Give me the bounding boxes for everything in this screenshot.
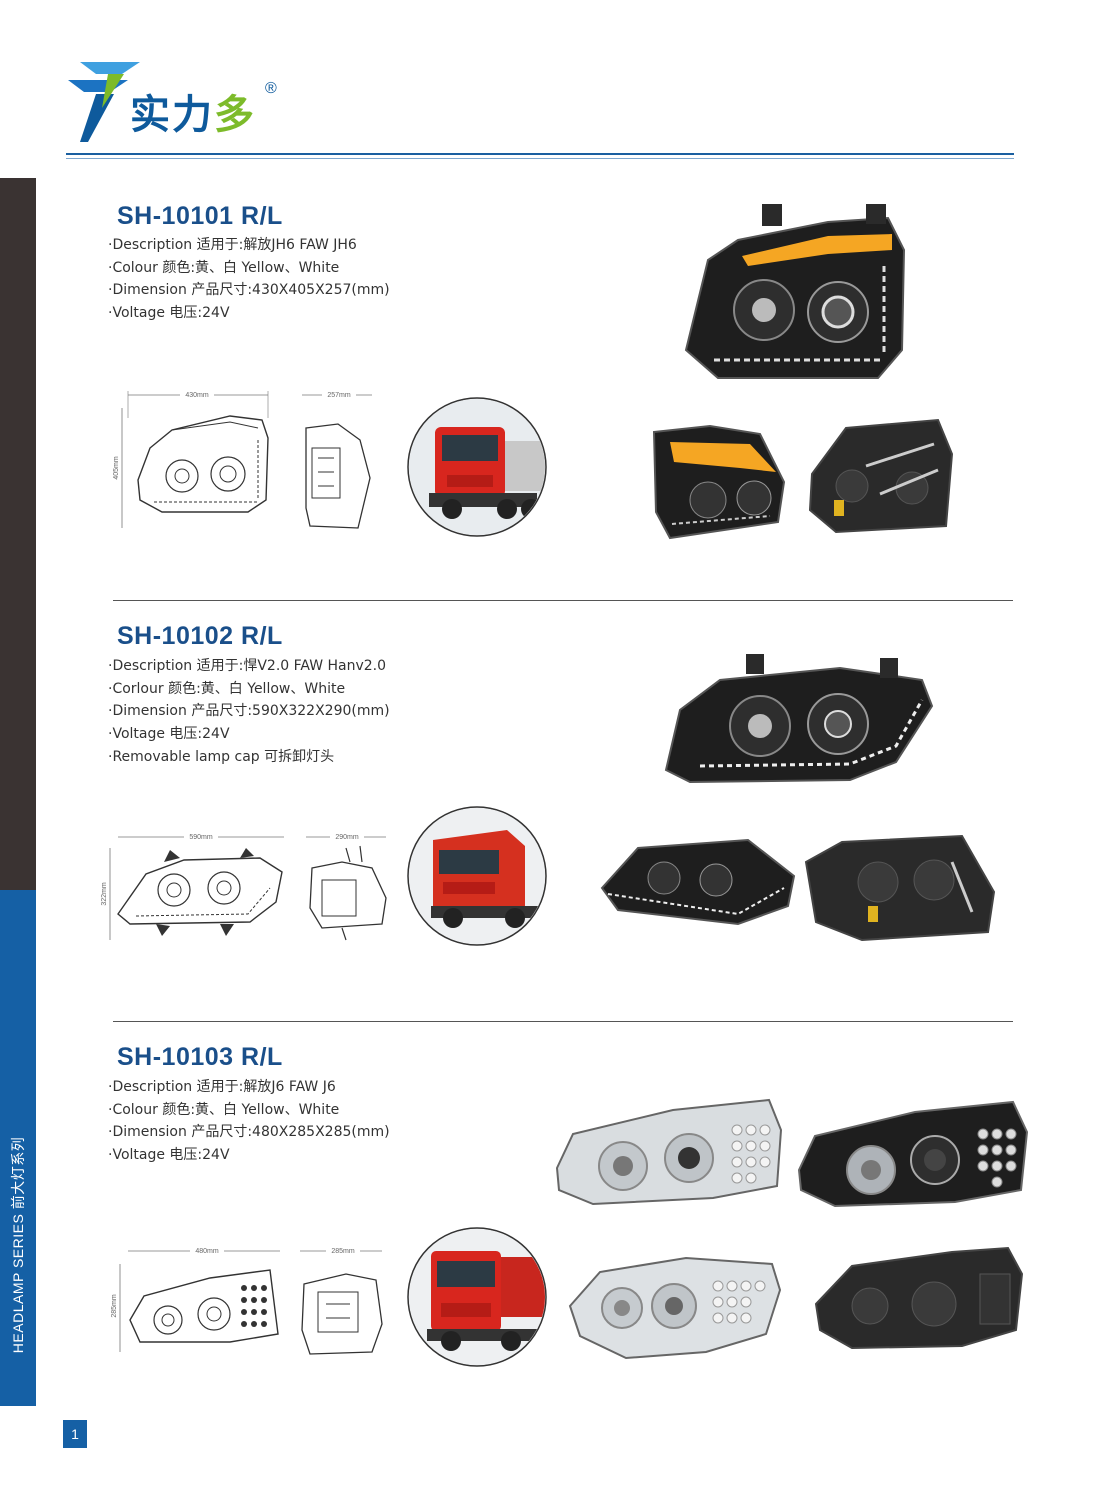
brand-name-accent: 多 — [214, 92, 256, 138]
truck-photo — [407, 806, 547, 946]
dim-width-label: 430mm — [185, 392, 209, 399]
headlamp-photo-black — [797, 1100, 1029, 1208]
side-band-blue — [0, 890, 36, 1406]
side-band-label: HEADLAMP SERIES 前大灯系列 — [10, 1136, 26, 1354]
spec-dimension: ·Dimension 产品尺寸:590X322X290(mm) — [108, 703, 390, 720]
header-divider-thin — [66, 158, 1014, 159]
spec-colour: ·Colour 颜色:黄、白 Yellow、White — [108, 259, 340, 276]
section-divider — [113, 1021, 1013, 1022]
dim-height-label: 405mm — [113, 456, 120, 480]
header-divider — [66, 153, 1014, 155]
side-band-dark — [0, 178, 36, 890]
product-title: SH-10102 R/L — [117, 622, 283, 650]
side-line-drawing: 285mm — [300, 1245, 383, 1355]
product-specs: ·Description 适用于:悍V2.0 FAW Hanv2.0 ·Corl… — [108, 655, 390, 769]
spec-dimension: ·Dimension 产品尺寸:480X285X285(mm) — [108, 1124, 390, 1141]
headlamp-photo-main — [684, 204, 906, 379]
dim-depth-label: 290mm — [335, 834, 359, 841]
headlamp-photo-back — [804, 834, 996, 942]
side-line-drawing: 290mm — [306, 831, 387, 941]
spec-colour: ·Colour 颜色:黄、白 Yellow、White — [108, 1101, 340, 1118]
product-title: SH-10101 R/L — [117, 202, 283, 230]
headlamp-photo-front — [600, 838, 796, 926]
spec-description: ·Description 适用于:悍V2.0 FAW Hanv2.0 — [108, 658, 387, 674]
headlamp-photo-back — [814, 1246, 1024, 1350]
dim-depth-label: 285mm — [331, 1248, 355, 1255]
spec-voltage: ·Voltage 电压:24V — [108, 726, 230, 743]
front-line-drawing: 590mm 322mm — [101, 831, 284, 940]
spec-voltage: ·Voltage 电压:24V — [108, 1147, 230, 1164]
headlamp-photo-front — [652, 424, 786, 540]
dim-width-label: 480mm — [195, 1248, 219, 1255]
dim-depth-label: 257mm — [327, 392, 351, 399]
dim-height-label: 322mm — [101, 882, 108, 906]
truck-photo — [407, 1227, 547, 1367]
product-specs: ·Description 适用于:解放JH6 FAW JH6 ·Colour 颜… — [108, 234, 390, 325]
spec-dimension: ·Dimension 产品尺寸:430X405X257(mm) — [108, 282, 390, 299]
headlamp-photo-back — [808, 418, 954, 534]
page-number: 1 — [63, 1420, 87, 1448]
registered-mark: ® — [265, 80, 277, 97]
dim-height-label: 285mm — [111, 1294, 118, 1318]
spec-removable-cap: ·Removable lamp cap 可拆卸灯头 — [108, 748, 335, 765]
spec-description: ·Description 适用于:解放J6 FAW J6 — [108, 1079, 336, 1095]
brand-logo-icon — [68, 62, 140, 142]
dim-width-label: 590mm — [189, 834, 213, 841]
brand-name: 实力多 — [130, 82, 256, 140]
side-line-drawing: 257mm — [302, 389, 372, 529]
product-specs: ·Description 适用于:解放J6 FAW J6 ·Colour 颜色:… — [108, 1076, 390, 1167]
spec-voltage: ·Voltage 电压:24V — [108, 305, 230, 322]
truck-photo — [407, 397, 547, 537]
headlamp-photo-main — [664, 654, 934, 784]
front-line-drawing: 430mm 405mm — [113, 389, 269, 528]
spec-colour: ·Corlour 颜色:黄、白 Yellow、White — [108, 680, 346, 697]
section-divider — [113, 600, 1013, 601]
headlamp-photo-chrome-angle — [568, 1256, 782, 1360]
product-title: SH-10103 R/L — [117, 1043, 283, 1071]
headlamp-photo-chrome — [555, 1098, 783, 1206]
spec-description: ·Description 适用于:解放JH6 FAW JH6 — [108, 237, 357, 253]
front-line-drawing: 480mm 285mm — [111, 1245, 280, 1352]
brand-name-main: 实力 — [130, 92, 214, 138]
